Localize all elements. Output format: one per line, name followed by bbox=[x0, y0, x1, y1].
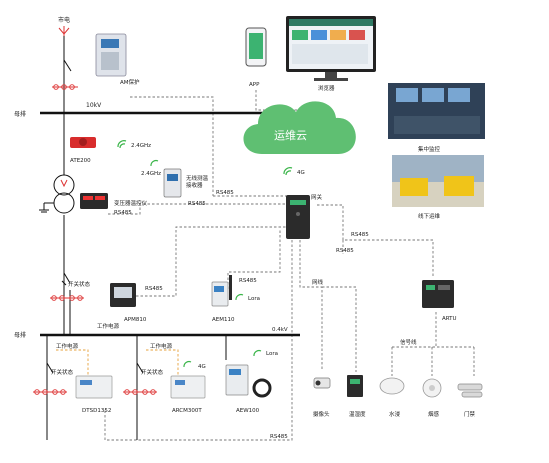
label-field-ops: 线下运维 bbox=[418, 212, 441, 220]
switch-icon bbox=[52, 59, 78, 90]
label-busbar-bottom: 母排 bbox=[14, 331, 26, 339]
aew100-device bbox=[225, 364, 272, 398]
label-browser: 浏览器 bbox=[318, 84, 335, 92]
label-transformer-ctrl: 变压器温控仪 bbox=[114, 199, 148, 207]
field-ops-photo bbox=[392, 155, 484, 207]
label-gateway: 网关 bbox=[311, 193, 323, 201]
wireless-signal-icon-4 bbox=[183, 360, 192, 368]
label-rs485-c: RS485 bbox=[114, 210, 132, 216]
label-lora-bottom: Lora bbox=[266, 351, 278, 357]
antenna-icon bbox=[58, 26, 70, 36]
label-app: APP bbox=[249, 82, 260, 88]
label-temp-humidity: 温湿度 bbox=[349, 410, 366, 418]
label-4g-bottom: 4G bbox=[198, 364, 206, 370]
transformer-icon bbox=[39, 174, 75, 214]
label-switch-status-m: 开关状态 bbox=[141, 368, 164, 376]
label-work-power-1: 工作电源 bbox=[97, 322, 120, 330]
temp-humidity-sensor bbox=[347, 375, 363, 397]
power-lines bbox=[40, 26, 300, 440]
switch-icon-3 bbox=[33, 362, 67, 395]
label-rs485-b: RS485 bbox=[188, 201, 206, 207]
artu-device bbox=[422, 280, 454, 308]
apm810-meter bbox=[110, 283, 136, 307]
label-rs485-d: RS485 bbox=[145, 286, 163, 292]
label-rs485-f: RS485 bbox=[351, 232, 369, 238]
label-work-power-3: 工作电源 bbox=[150, 342, 173, 350]
am-protection-device bbox=[95, 33, 127, 77]
label-switch-status-top: 开关状态 bbox=[68, 280, 91, 288]
dtsd1352-meter bbox=[75, 375, 113, 399]
label-aem110: AEM110 bbox=[212, 317, 235, 323]
label-smoke: 烟感 bbox=[428, 410, 440, 418]
label-04kv: 0.4kV bbox=[272, 327, 288, 333]
door-sensor bbox=[457, 383, 483, 398]
wireless-signal-icon-3 bbox=[235, 293, 244, 301]
label-central-monitor: 集中监控 bbox=[418, 145, 441, 153]
label-rs485-a: RS485 bbox=[216, 190, 234, 196]
label-rs485-e: RS485 bbox=[239, 278, 257, 284]
arcm300t-device bbox=[170, 375, 206, 399]
water-sensor bbox=[379, 377, 405, 395]
label-wireless-receiver-1: 无线测温 bbox=[186, 174, 209, 182]
label-signal-line: 信号线 bbox=[400, 338, 417, 346]
label-water-immersion: 水浸 bbox=[389, 410, 401, 418]
label-switch-status-l: 开关状态 bbox=[51, 368, 74, 376]
label-am-protection: AM保护 bbox=[120, 78, 140, 86]
label-4g-top: 4G bbox=[297, 170, 305, 176]
label-aew100: AEW100 bbox=[236, 408, 260, 414]
switch-icon-4 bbox=[123, 362, 157, 395]
label-city-power: 市电 bbox=[58, 16, 70, 24]
app-phone bbox=[245, 27, 267, 67]
wireless-receiver-device bbox=[163, 168, 182, 198]
label-arcm300t: ARCM300T bbox=[172, 408, 202, 414]
label-work-power-2: 工作电源 bbox=[56, 342, 79, 350]
gateway-device bbox=[286, 195, 310, 239]
smoke-sensor bbox=[422, 378, 442, 398]
wireless-signal-icon-5 bbox=[253, 349, 262, 357]
label-10kv: 10kV bbox=[86, 102, 102, 109]
wireless-signal-icon bbox=[117, 140, 127, 149]
aem110-meter bbox=[211, 275, 232, 307]
label-cloud: 运维云 bbox=[274, 129, 307, 142]
label-freq-2: 2.4GHz bbox=[141, 171, 161, 177]
label-busbar-top: 母排 bbox=[14, 110, 26, 118]
label-door: 门禁 bbox=[464, 410, 476, 418]
label-dtsd1352: DTSD1352 bbox=[82, 408, 111, 414]
label-ate200: ATE200 bbox=[70, 158, 91, 164]
ate200-sensor bbox=[70, 137, 96, 148]
label-camera: 摄像头 bbox=[313, 410, 330, 418]
label-wireless-receiver-2: 接收器 bbox=[186, 181, 203, 189]
transformer-temp-controller bbox=[80, 193, 108, 209]
switch-icon-2 bbox=[50, 272, 84, 301]
label-rs485-g: RS485 bbox=[336, 248, 354, 254]
communication-lines bbox=[56, 90, 475, 441]
label-apm810: APM810 bbox=[124, 317, 147, 323]
label-freq-1: 2.4GHz bbox=[131, 143, 151, 149]
label-network-cable: 网线 bbox=[312, 278, 324, 286]
label-lora-mid: Lora bbox=[248, 296, 260, 302]
central-monitor-photo bbox=[388, 83, 485, 139]
camera-icon bbox=[313, 377, 331, 389]
browser-monitor bbox=[286, 16, 376, 81]
wireless-signal-icon-6 bbox=[283, 167, 293, 176]
label-rs485-bottom: RS485 bbox=[270, 434, 288, 440]
label-artu: ARTU bbox=[442, 316, 457, 322]
wireless-signal-icon-2 bbox=[150, 159, 159, 167]
cloud-icon bbox=[243, 101, 356, 154]
